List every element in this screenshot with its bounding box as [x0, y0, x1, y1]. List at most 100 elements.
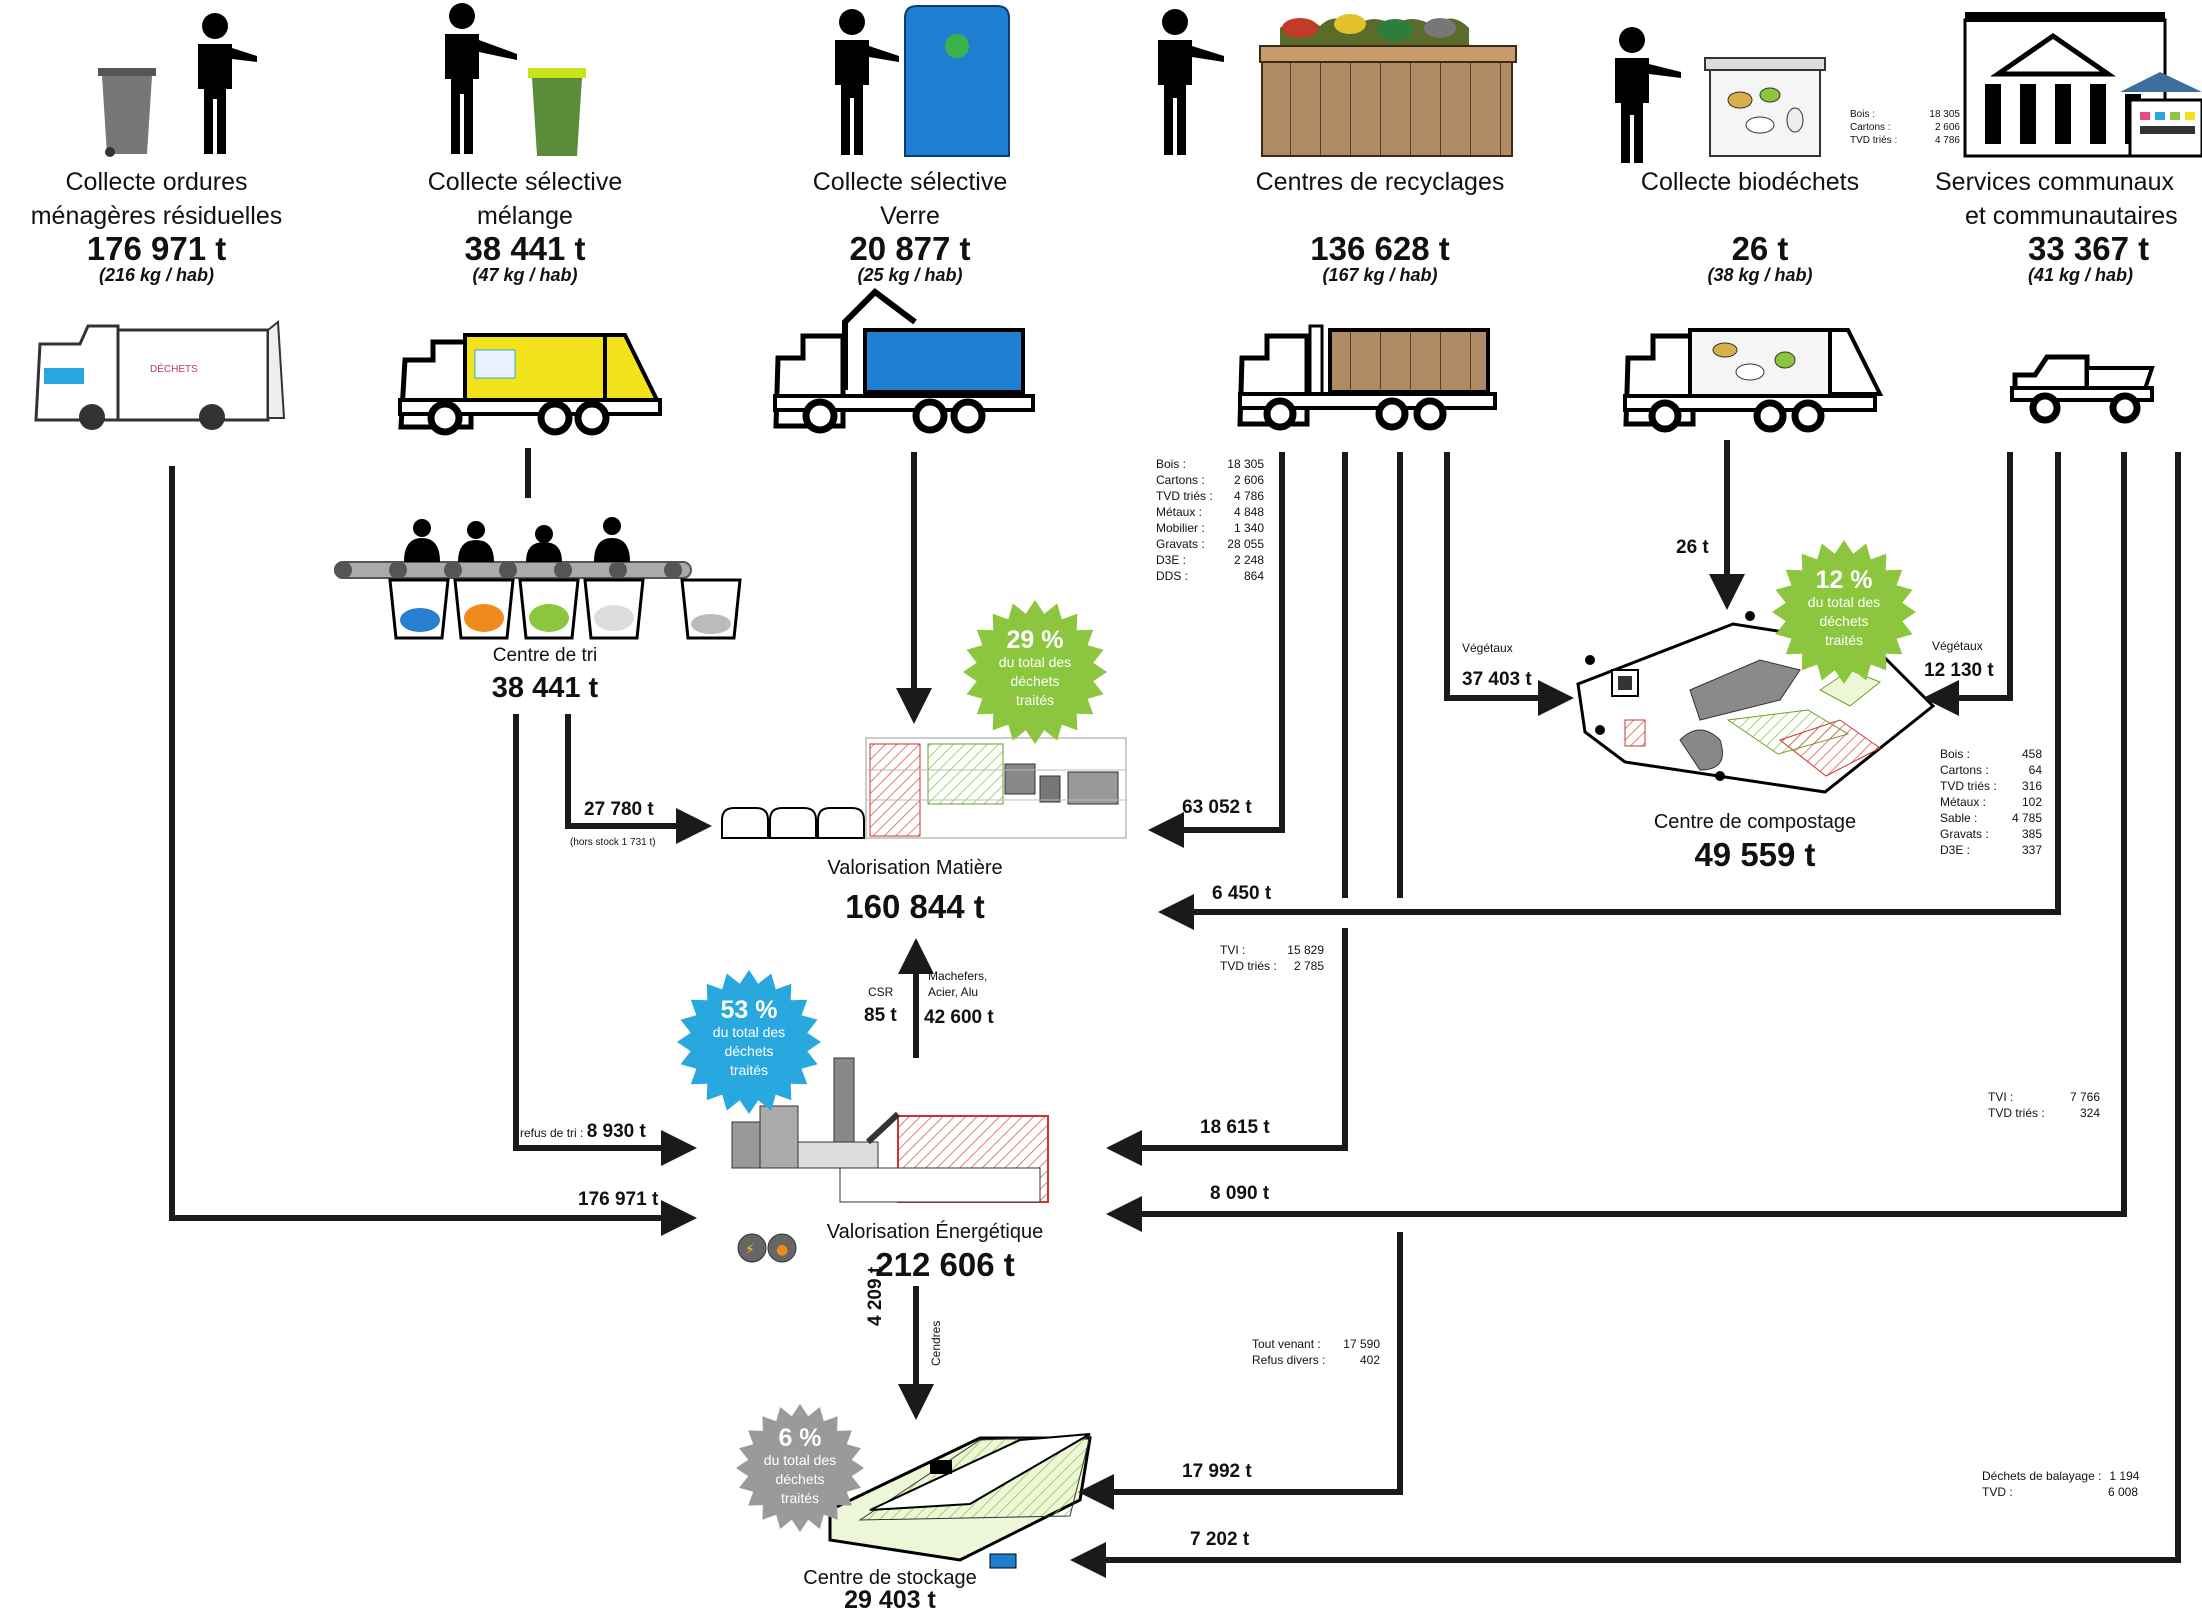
source-recyclage-amount: 136 628 t — [1310, 230, 1450, 267]
breakdown-value: 864 — [1243, 569, 1264, 583]
source-selective-per-capita: (47 kg / hab) — [472, 265, 578, 285]
breakdown-value: 2 606 — [1233, 473, 1264, 487]
badge-compost-starburst-shape — [1772, 540, 1916, 684]
node-matiere-value: 160 844 t — [845, 888, 985, 925]
node-tri-label: Centre de tri — [492, 645, 598, 666]
source-services-title-line2: et communautaires — [1965, 202, 2178, 230]
source-services-title-line1: Services communaux — [1935, 168, 2174, 196]
badge-compost-starburst — [1772, 540, 1916, 684]
source-recyclage-per-capita: (167 kg / hab) — [1322, 265, 1438, 285]
landfill-icon — [828, 1433, 1092, 1569]
source-selective-title: Collecte sélective mélange — [375, 165, 675, 233]
flow-label-recy-energie: 18 615 t — [1200, 1117, 1270, 1138]
badge-energie: 53 % du total des déchets traités — [674, 998, 824, 1080]
tout-venant-list: Tout venant :17 590 Refus divers :402 — [1252, 1336, 1380, 1368]
tvi-services-list: TVI :7 766 TVD triés :324 — [1988, 1089, 2100, 1121]
services-breakdown-list: Bois :458 Cartons :64 TVD triés :316 Mét… — [1940, 746, 2042, 858]
source-verre-per-capita: (25 kg / hab) — [857, 265, 963, 285]
badge-energie-line: traités — [729, 1062, 769, 1078]
market-stall-icon — [2120, 72, 2202, 158]
flow-label-vegetaux-services: Végétaux — [1932, 639, 1983, 653]
badge-stockage-line: traités — [780, 1490, 820, 1506]
breakdown-label: Cartons : — [1940, 763, 1989, 777]
flow-line-omr-energie — [169, 466, 697, 1236]
garbage-truck-selective-icon — [398, 333, 662, 436]
badge-matiere-line: traités — [1015, 692, 1055, 708]
node-stockage-label: Centre de stockage — [803, 1567, 977, 1589]
flow-line-recy-energie — [1118, 452, 1348, 1148]
flow-line-tri-matiere — [565, 714, 712, 844]
badge-stockage-starburst-shape — [736, 1404, 864, 1532]
badge-compost: 12 % du total des déchets traités — [1769, 568, 1919, 650]
flow-label-vegetaux-recy: Végétaux — [1462, 641, 1513, 655]
source-biodechets-per-capita: (38 kg / hab) — [1707, 265, 1813, 285]
flow-line-services-compost — [1923, 452, 2013, 716]
svg-text:DÉCHETS: DÉCHETS — [150, 362, 198, 375]
breakdown-label: TVI : — [1220, 943, 1246, 957]
breakdown-label: TVD triés : — [1940, 779, 1997, 793]
breakdown-value: 1 194 — [2109, 1469, 2140, 1483]
badge-energie-line: déchets — [724, 1043, 774, 1059]
breakdown-label: Tout venant : — [1252, 1337, 1321, 1351]
breakdown-label: Cartons : — [1156, 473, 1205, 487]
badge-energie-starburst — [677, 970, 821, 1114]
badge-matiere: 29 % du total des déchets traités — [960, 628, 1110, 710]
breakdown-label: D3E : — [1940, 843, 1971, 857]
badge-matiere-starburst — [963, 600, 1107, 744]
flow-line-recy-matiere — [1148, 452, 1285, 848]
flow-line-services-matiere — [1158, 452, 2061, 930]
flow-label-services-compost: 12 130 t — [1924, 660, 1994, 681]
badge-matiere-starburst-shape — [963, 600, 1107, 744]
flow-line-services-energie — [1106, 452, 2127, 1232]
source-selective-title-line1: Collecte sélective — [427, 168, 623, 196]
source-verre-title-line1: Collecte sélective — [812, 168, 1008, 196]
flow-label-refus: refus de tri : 8 930 t — [520, 1122, 646, 1141]
node-energie-label: Valorisation Énergétique — [826, 1221, 1044, 1243]
services-icon-list-label: Bois : — [1850, 109, 1876, 120]
source-omr-title-line2: ménagères résiduelles — [30, 202, 283, 230]
breakdown-value: 102 — [2021, 795, 2042, 809]
glass-container-icon — [904, 5, 1010, 157]
breakdown-label: Sable : — [1940, 811, 1978, 825]
source-verre-amount: 20 877 t — [849, 230, 971, 267]
breakdown-label: Bois : — [1156, 457, 1187, 471]
flow-label-services-matiere: 6 450 t — [1212, 883, 1272, 904]
flow-label-refus-value: 8 930 t — [586, 1121, 646, 1142]
badge-matiere-line: du total des — [998, 654, 1072, 670]
breakdown-value: 18 305 — [1227, 457, 1264, 471]
breakdown-label: Refus divers : — [1252, 1353, 1326, 1367]
badge-compost-pct: 12 % — [1815, 566, 1873, 594]
flow-label-refus-text: refus de tri : — [520, 1126, 584, 1140]
source-verre-title-line2: Verre — [880, 202, 940, 230]
flow-label-csr: CSR — [868, 985, 894, 999]
person-icon — [445, 3, 517, 154]
flow-lines — [169, 440, 2181, 1578]
node-matiere-label: Valorisation Matière — [827, 857, 1003, 879]
services-icon-list: Bois :18 305 Cartons :2 606 TVD triés :4… — [1850, 108, 1960, 147]
flow-label-recy-matiere: 63 052 t — [1182, 797, 1252, 818]
badge-energie-starburst-shape — [677, 970, 821, 1114]
recycling-skip-icon — [1259, 14, 1517, 157]
badge-stockage-pct: 6 % — [778, 1424, 822, 1452]
badge-matiere-pct: 29 % — [1006, 626, 1064, 654]
breakdown-label: Gravats : — [1156, 537, 1205, 551]
breakdown-label: DDS : — [1156, 569, 1189, 583]
services-icon-list-value: 4 786 — [1934, 135, 1960, 146]
flow-label-cendres: Cendres — [929, 1320, 943, 1366]
hook-lift-truck-glass-icon — [773, 288, 1035, 434]
source-omr-title: Collecte ordures ménagères résiduelles — [0, 165, 313, 233]
flow-label-recy-compost: 37 403 t — [1462, 669, 1532, 690]
breakdown-label: Métaux : — [1940, 795, 1987, 809]
source-services-per-capita: (41 kg / hab) — [2028, 265, 2134, 285]
breakdown-value: 2 248 — [1233, 553, 1264, 567]
breakdown-value: 337 — [2021, 843, 2042, 857]
source-selective-amount: 38 441 t — [464, 230, 586, 267]
breakdown-label: D3E : — [1156, 553, 1187, 567]
badge-matiere-line: déchets — [1010, 673, 1060, 689]
breakdown-label: Mobilier : — [1156, 521, 1205, 535]
badge-stockage-line: déchets — [775, 1471, 825, 1487]
badge-stockage-line: du total des — [763, 1452, 837, 1468]
breakdown-value: 458 — [2021, 747, 2042, 761]
breakdown-value: 324 — [2079, 1106, 2100, 1120]
